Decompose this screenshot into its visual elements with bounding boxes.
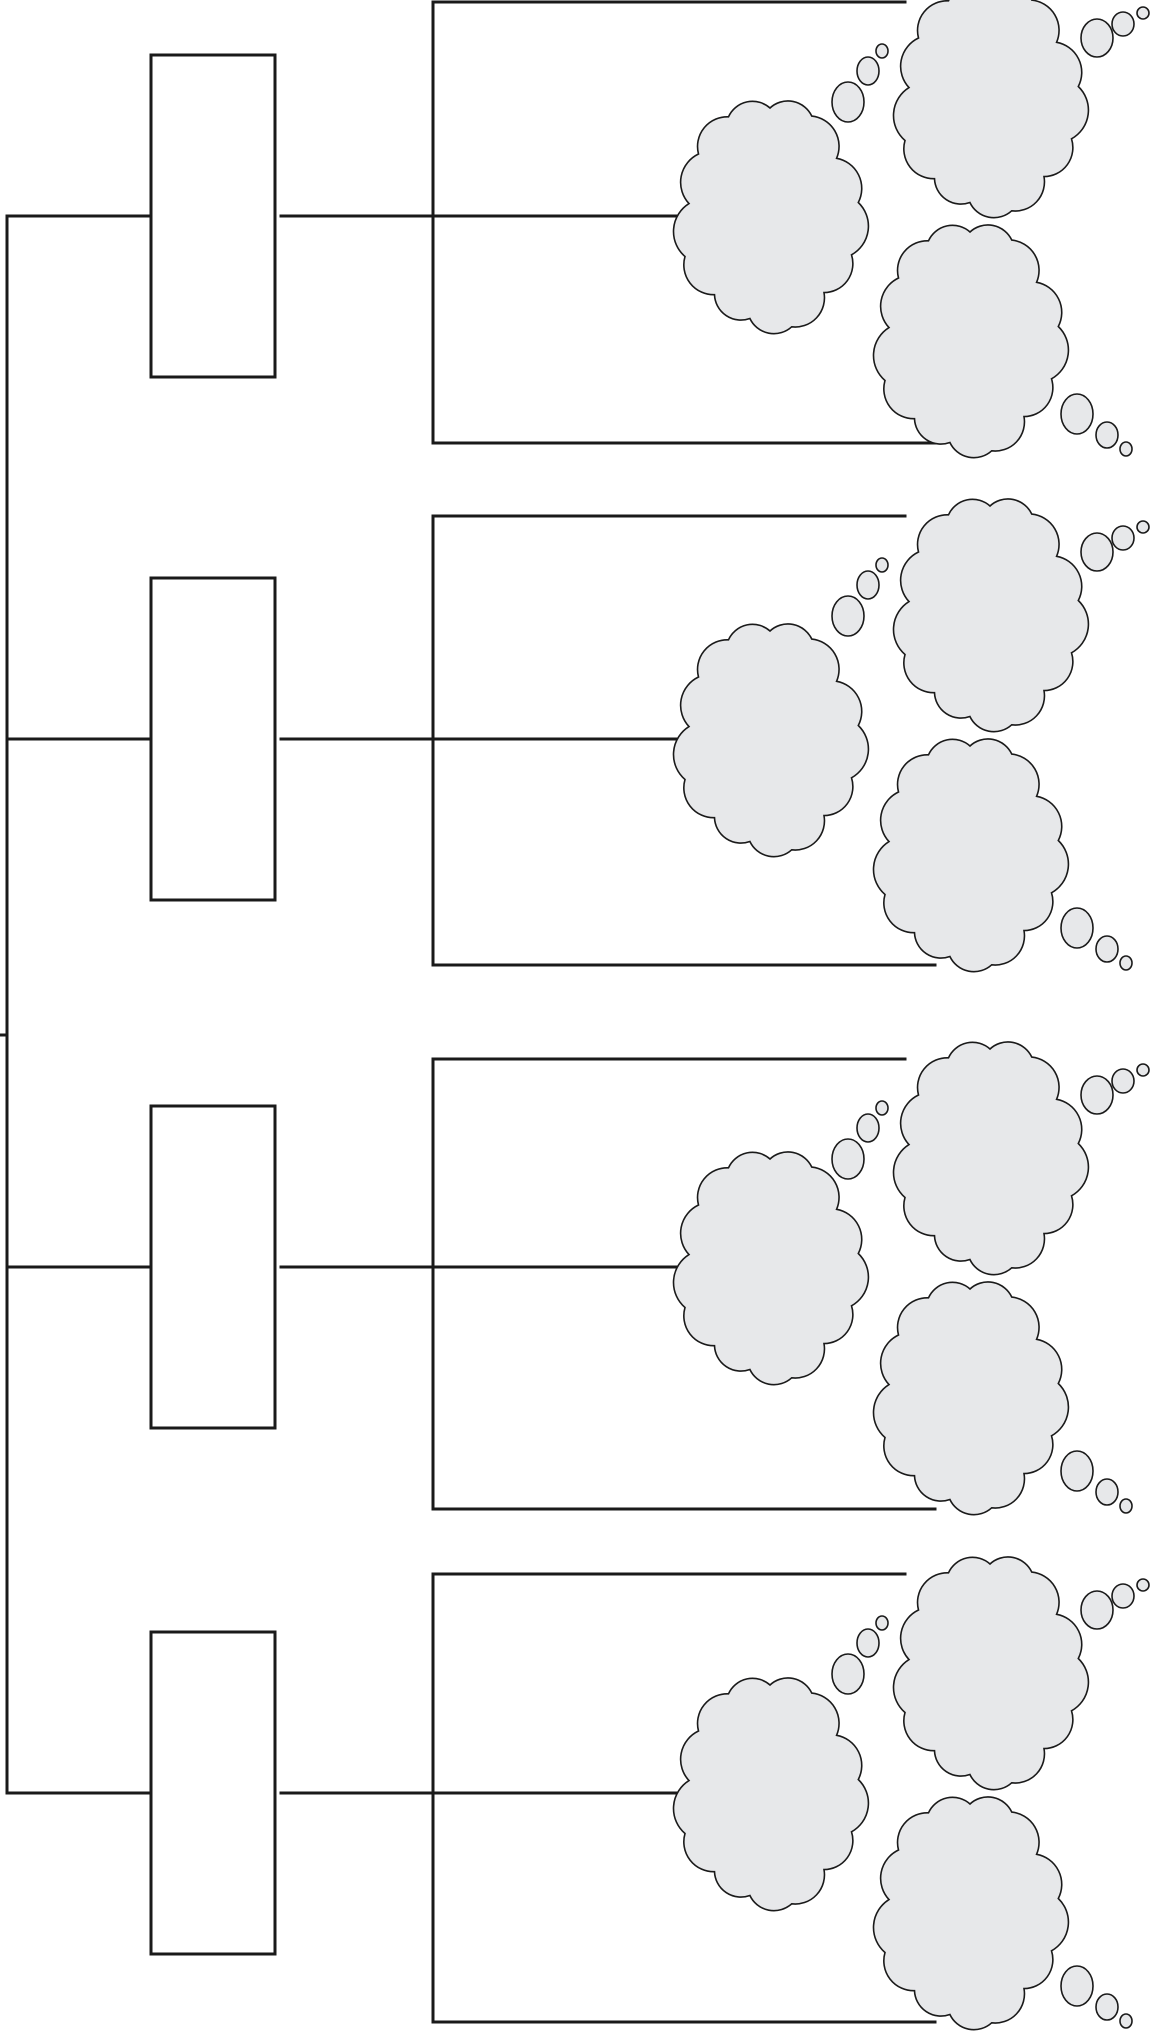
thought-bubble-dot	[1095, 935, 1119, 963]
cloud-shape	[872, 224, 1070, 459]
thought-bubble-dot	[1095, 1993, 1119, 2021]
group-1	[5, 0, 1150, 459]
thought-bubbles-bottom	[1060, 1965, 1133, 2029]
thought-cloud-middle	[672, 100, 870, 335]
thought-bubbles-top	[1080, 520, 1150, 572]
thought-bubble-dot	[1111, 1068, 1135, 1094]
thought-cloud-bottom	[872, 738, 1070, 973]
cloud-shape	[672, 100, 870, 335]
thought-bubble-dot	[1111, 1583, 1135, 1609]
cloud-shape	[892, 1556, 1090, 1791]
thought-bubble-dot	[856, 56, 880, 86]
cloud-shape	[872, 1281, 1070, 1516]
thought-bubble-dot	[1095, 421, 1119, 449]
thought-bubbles-middle	[831, 43, 889, 123]
cloud-shape	[672, 623, 870, 858]
thought-bubble-dot	[1060, 393, 1094, 435]
thought-bubble-dot	[1080, 18, 1114, 58]
thought-bubble-dot	[1136, 6, 1150, 20]
thought-bubble-dot	[1119, 2013, 1133, 2029]
thought-bubble-dot	[875, 557, 889, 573]
thought-bubble-dot	[875, 1100, 889, 1116]
thought-bubbles-middle	[831, 557, 889, 637]
thought-bubble-dot	[831, 1653, 865, 1695]
thought-bubble-dot	[1119, 955, 1133, 971]
thought-bubble-dot	[1119, 441, 1133, 457]
thought-bubbles-top	[1080, 1578, 1150, 1630]
thought-cloud-middle	[672, 1151, 870, 1386]
cloud-shape	[872, 738, 1070, 973]
thought-cloud-bottom	[872, 1796, 1070, 2031]
thought-bubble-dot	[1119, 1498, 1133, 1514]
thought-bubble-dot	[1111, 11, 1135, 37]
main-vertical-spine	[0, 214, 9, 1795]
thought-bubbles-middle	[831, 1100, 889, 1180]
group-2	[5, 498, 1150, 973]
thought-bubbles-top	[1080, 1063, 1150, 1115]
thought-bubble-dot	[1111, 525, 1135, 551]
group-3	[5, 1041, 1150, 1516]
thought-cloud-top	[892, 0, 1090, 219]
thought-bubble-dot	[1136, 520, 1150, 534]
thought-bubbles-middle	[831, 1615, 889, 1695]
thought-bubble-dot	[856, 1113, 880, 1143]
cloud-shape	[892, 0, 1090, 219]
thought-bubble-dot	[831, 1138, 865, 1180]
thought-bubbles-bottom	[1060, 907, 1133, 971]
thought-bubble-dot	[1060, 907, 1094, 949]
thought-cloud-top	[892, 1041, 1090, 1276]
blank-box	[149, 1630, 277, 1956]
thought-bubble-dot	[856, 1628, 880, 1658]
thought-cloud-top	[892, 1556, 1090, 1791]
cloud-shape	[672, 1151, 870, 1386]
group-4	[5, 1556, 1150, 2031]
thought-cloud-middle	[672, 623, 870, 858]
cloud-shape	[872, 1796, 1070, 2031]
thought-bubble-dot	[1080, 1590, 1114, 1630]
cloud-shape	[892, 498, 1090, 733]
thought-bubble-dot	[856, 570, 880, 600]
thought-cloud-top	[892, 498, 1090, 733]
thought-bubble-dot	[875, 1615, 889, 1631]
diagram-groups	[5, 0, 1150, 2031]
blank-box	[149, 53, 277, 379]
thought-bubble-dot	[875, 43, 889, 59]
thought-bubbles-bottom	[1060, 1450, 1133, 1514]
cloud-shape	[892, 1041, 1090, 1276]
thought-bubbles-bottom	[1060, 393, 1133, 457]
blank-box	[149, 1104, 277, 1430]
cloud-shape	[672, 1677, 870, 1912]
thought-bubble-dot	[831, 595, 865, 637]
blank-box	[149, 576, 277, 902]
thought-cloud-bottom	[872, 224, 1070, 459]
thought-bubbles-top	[1080, 6, 1150, 58]
thought-bubble-dot	[1080, 1075, 1114, 1115]
thought-bubble-dot	[1060, 1965, 1094, 2007]
thought-bubble-dot	[1095, 1478, 1119, 1506]
thought-bubble-dot	[1136, 1063, 1150, 1077]
thought-cloud-bottom	[872, 1281, 1070, 1516]
thought-bubble-dot	[1060, 1450, 1094, 1492]
thought-bubble-dot	[1136, 1578, 1150, 1592]
thought-bubble-dot	[1080, 532, 1114, 572]
thought-bubble-dot	[831, 81, 865, 123]
thought-cloud-middle	[672, 1677, 870, 1912]
